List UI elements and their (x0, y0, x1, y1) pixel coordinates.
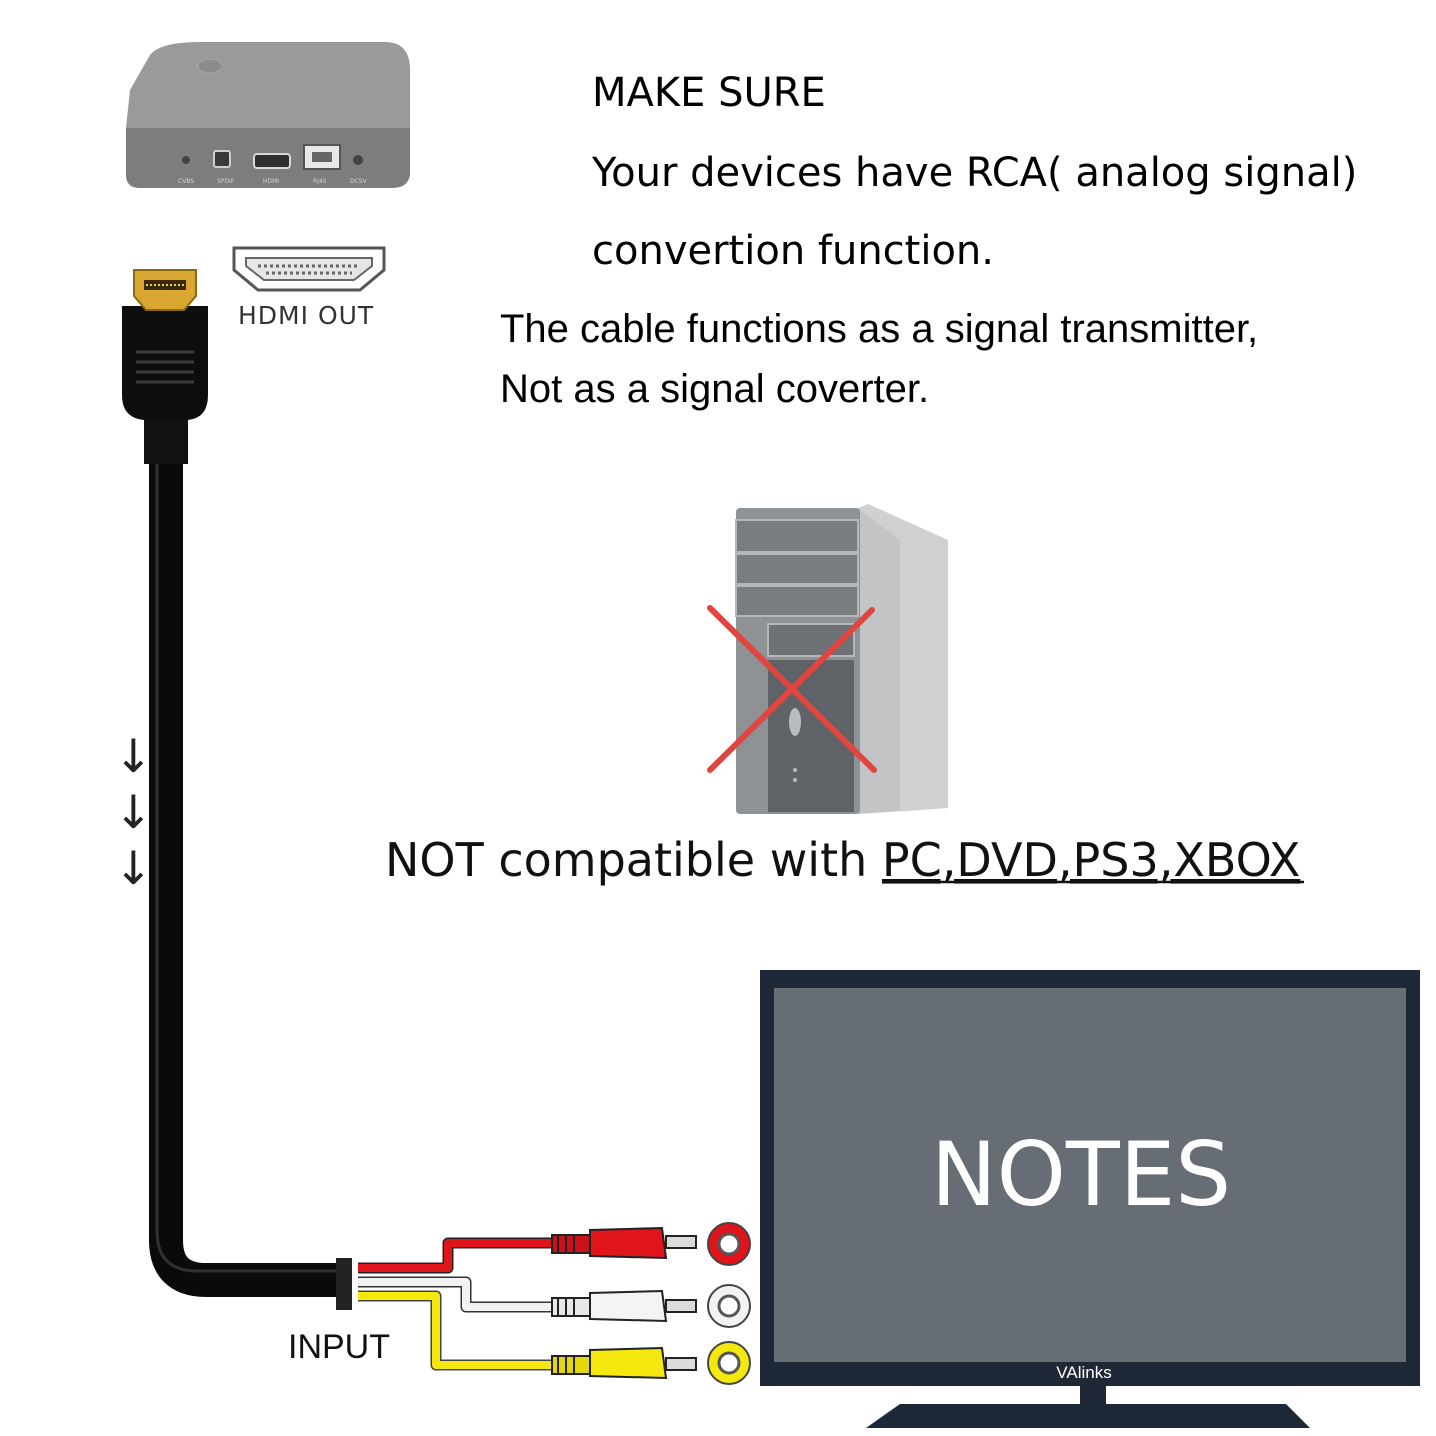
port-label: HDMI (263, 178, 279, 185)
rca-jack-white (707, 1284, 751, 1328)
port-label: CVBS (178, 178, 194, 185)
warning-line-2: Not as a signal coverter. (500, 367, 929, 411)
port-label: RJ45 (313, 178, 327, 185)
note-line-2: convertion function. (592, 228, 994, 274)
tv-screen-text: NOTES (931, 1123, 1231, 1226)
rca-plug-yellow (551, 1346, 697, 1380)
not-allowed-cross-icon (707, 605, 877, 773)
tv-brand-label: VAlinks (1056, 1363, 1111, 1382)
splitter-collar (336, 1258, 352, 1310)
hdmi-port (253, 153, 291, 169)
tv-screen (774, 988, 1406, 1362)
make-sure-heading: MAKE SURE (592, 70, 826, 116)
rca-jack-red (707, 1222, 751, 1266)
note-line-1: Your devices have RCA( analog signal) (591, 150, 1357, 196)
compatibility-prefix: NOT compatible with (385, 833, 882, 887)
pc-tower-icon (735, 504, 948, 814)
rca-jack-yellow (707, 1341, 751, 1385)
input-label: INPUT (288, 1328, 390, 1366)
hdmi-out-port-icon (232, 246, 386, 292)
tv-stand (866, 1404, 1310, 1428)
down-arrow-icon: ↓ (114, 785, 153, 839)
rca-plug-white (551, 1289, 697, 1323)
set-top-box (126, 42, 410, 188)
television (760, 970, 1420, 1428)
compatibility-note: NOT compatible with PC,DVD,PS3,XBOX (385, 833, 1300, 887)
down-arrow-icon: ↓ (114, 729, 153, 783)
warning-line-1: The cable functions as a signal transmit… (500, 307, 1258, 351)
port-label: DC5V (350, 178, 368, 185)
port-label: SPDIF (217, 178, 235, 185)
incompatible-devices: PC,DVD,PS3,XBOX (882, 833, 1300, 887)
down-arrow-icon: ↓ (114, 841, 153, 895)
rca-wires (358, 1237, 556, 1371)
hdmi-out-label: HDMI OUT (238, 301, 374, 330)
rca-plug-red (551, 1226, 697, 1260)
rj45-port (303, 144, 341, 170)
spdif-port (213, 150, 231, 168)
hdmi-plug (122, 269, 208, 464)
hdmi-cable (149, 431, 345, 1297)
